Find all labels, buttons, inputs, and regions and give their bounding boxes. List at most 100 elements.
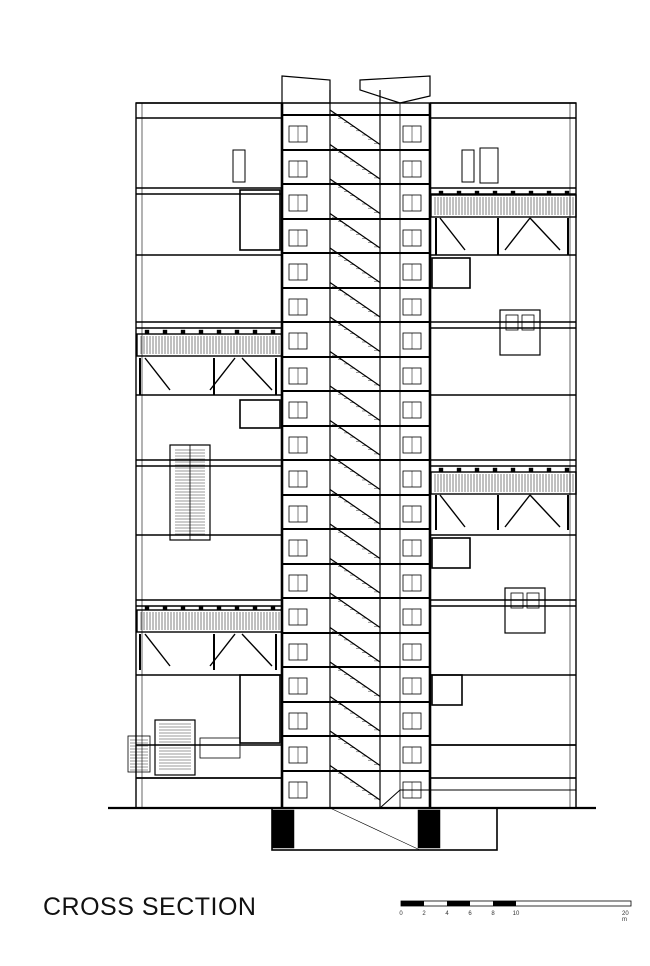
parapet-post	[198, 605, 204, 611]
parapet-post	[492, 190, 498, 196]
right-truss-brace	[439, 217, 466, 251]
stair-flight	[329, 558, 381, 594]
lift-car	[510, 592, 524, 609]
right-truss-brace	[529, 494, 561, 528]
parapet-post	[198, 329, 204, 335]
scale-label-4: 4	[445, 911, 449, 917]
parapet-post	[474, 467, 480, 473]
parapet-post	[528, 467, 534, 473]
parapet-post	[546, 190, 552, 196]
stair-flight	[329, 696, 381, 732]
parapet-post	[180, 329, 186, 335]
parapet-post	[252, 605, 258, 611]
scale-bar: 0 2 4 6 8 10 20 m	[399, 898, 640, 928]
entry-stair	[127, 735, 151, 773]
parapet-post	[270, 329, 276, 335]
parapet-post	[144, 329, 150, 335]
parapet-post	[270, 605, 276, 611]
drawing-title: CROSS SECTION	[43, 893, 257, 921]
lift-car	[505, 314, 519, 331]
stair-flight	[329, 385, 381, 421]
parapet-post	[456, 190, 462, 196]
scale-label-2: 2	[422, 911, 426, 917]
parapet-post	[234, 605, 240, 611]
stair-flight	[329, 316, 381, 352]
scale-label-10: 10	[512, 911, 520, 917]
lift-upper	[499, 309, 541, 356]
stair-flight	[329, 178, 381, 214]
basement	[271, 807, 498, 851]
parapet-post	[252, 329, 258, 335]
stair-flight	[329, 592, 381, 628]
right-service-room	[431, 537, 471, 569]
parapet-post	[162, 329, 168, 335]
lift-lower	[504, 587, 546, 634]
stair-flight	[329, 523, 381, 559]
stair-flight	[329, 661, 381, 697]
top-floor-fixture	[461, 149, 475, 183]
stair-flight	[329, 765, 381, 801]
parapet-post	[234, 329, 240, 335]
left-sky-garden-truss-2	[136, 609, 283, 633]
entry-handrail	[199, 737, 241, 759]
entrance-ramp	[379, 789, 576, 809]
parapet-post	[564, 467, 570, 473]
building-section	[108, 75, 596, 851]
left-truss-brace	[241, 633, 273, 667]
lift-car	[521, 314, 535, 331]
right-truss-brace	[504, 217, 531, 251]
lift-car	[526, 592, 540, 609]
stair-flight	[329, 730, 381, 766]
parapet-post	[546, 467, 552, 473]
parapet-post	[438, 467, 444, 473]
basement-wall-right	[417, 809, 441, 849]
left-service-room	[239, 189, 281, 251]
parapet-post	[564, 190, 570, 196]
left-service-room	[239, 674, 281, 744]
parapet-post	[510, 190, 516, 196]
stair-flight	[329, 213, 381, 249]
parapet-post	[528, 190, 534, 196]
scale-label-8: 8	[491, 911, 495, 917]
stair-flight	[329, 420, 381, 456]
right-service-room	[431, 257, 471, 289]
parapet-post	[180, 605, 186, 611]
right-truss-brace	[439, 494, 466, 528]
right-truss-brace	[529, 217, 561, 251]
stair-flight	[329, 351, 381, 387]
scale-label-6: 6	[468, 911, 472, 917]
parapet-post	[456, 467, 462, 473]
left-truss-brace	[144, 357, 171, 391]
basement-wall-left	[271, 809, 295, 849]
parapet-post	[162, 605, 168, 611]
stair-flight	[329, 489, 381, 525]
stair-flight	[329, 247, 381, 283]
left-truss-brace	[241, 357, 273, 391]
parapet-post	[438, 190, 444, 196]
roof-crown-left	[281, 75, 331, 104]
stair-flight	[329, 627, 381, 663]
escalator-lower	[154, 719, 196, 776]
roof-crown-right	[359, 75, 431, 104]
stair-flight	[329, 454, 381, 490]
parapet-post	[216, 605, 222, 611]
top-floor-fixture	[232, 149, 246, 183]
parapet-post	[492, 467, 498, 473]
stair-flight	[329, 109, 381, 145]
scale-label-0: 0	[399, 911, 403, 917]
parapet-post	[216, 329, 222, 335]
left-truss-brace	[144, 633, 171, 667]
parapet-post	[474, 190, 480, 196]
right-sky-garden-truss-1	[430, 194, 577, 218]
scale-label-20m: 20 m	[622, 911, 629, 923]
stair-flight	[329, 144, 381, 180]
stair-flight	[329, 282, 381, 318]
right-truss-brace	[504, 494, 531, 528]
parapet-post	[510, 467, 516, 473]
parapet-post	[144, 605, 150, 611]
basement-stair	[329, 807, 421, 851]
left-sky-garden-truss-1	[136, 333, 283, 357]
top-floor-fixture	[479, 147, 499, 184]
right-service-room	[431, 674, 463, 706]
